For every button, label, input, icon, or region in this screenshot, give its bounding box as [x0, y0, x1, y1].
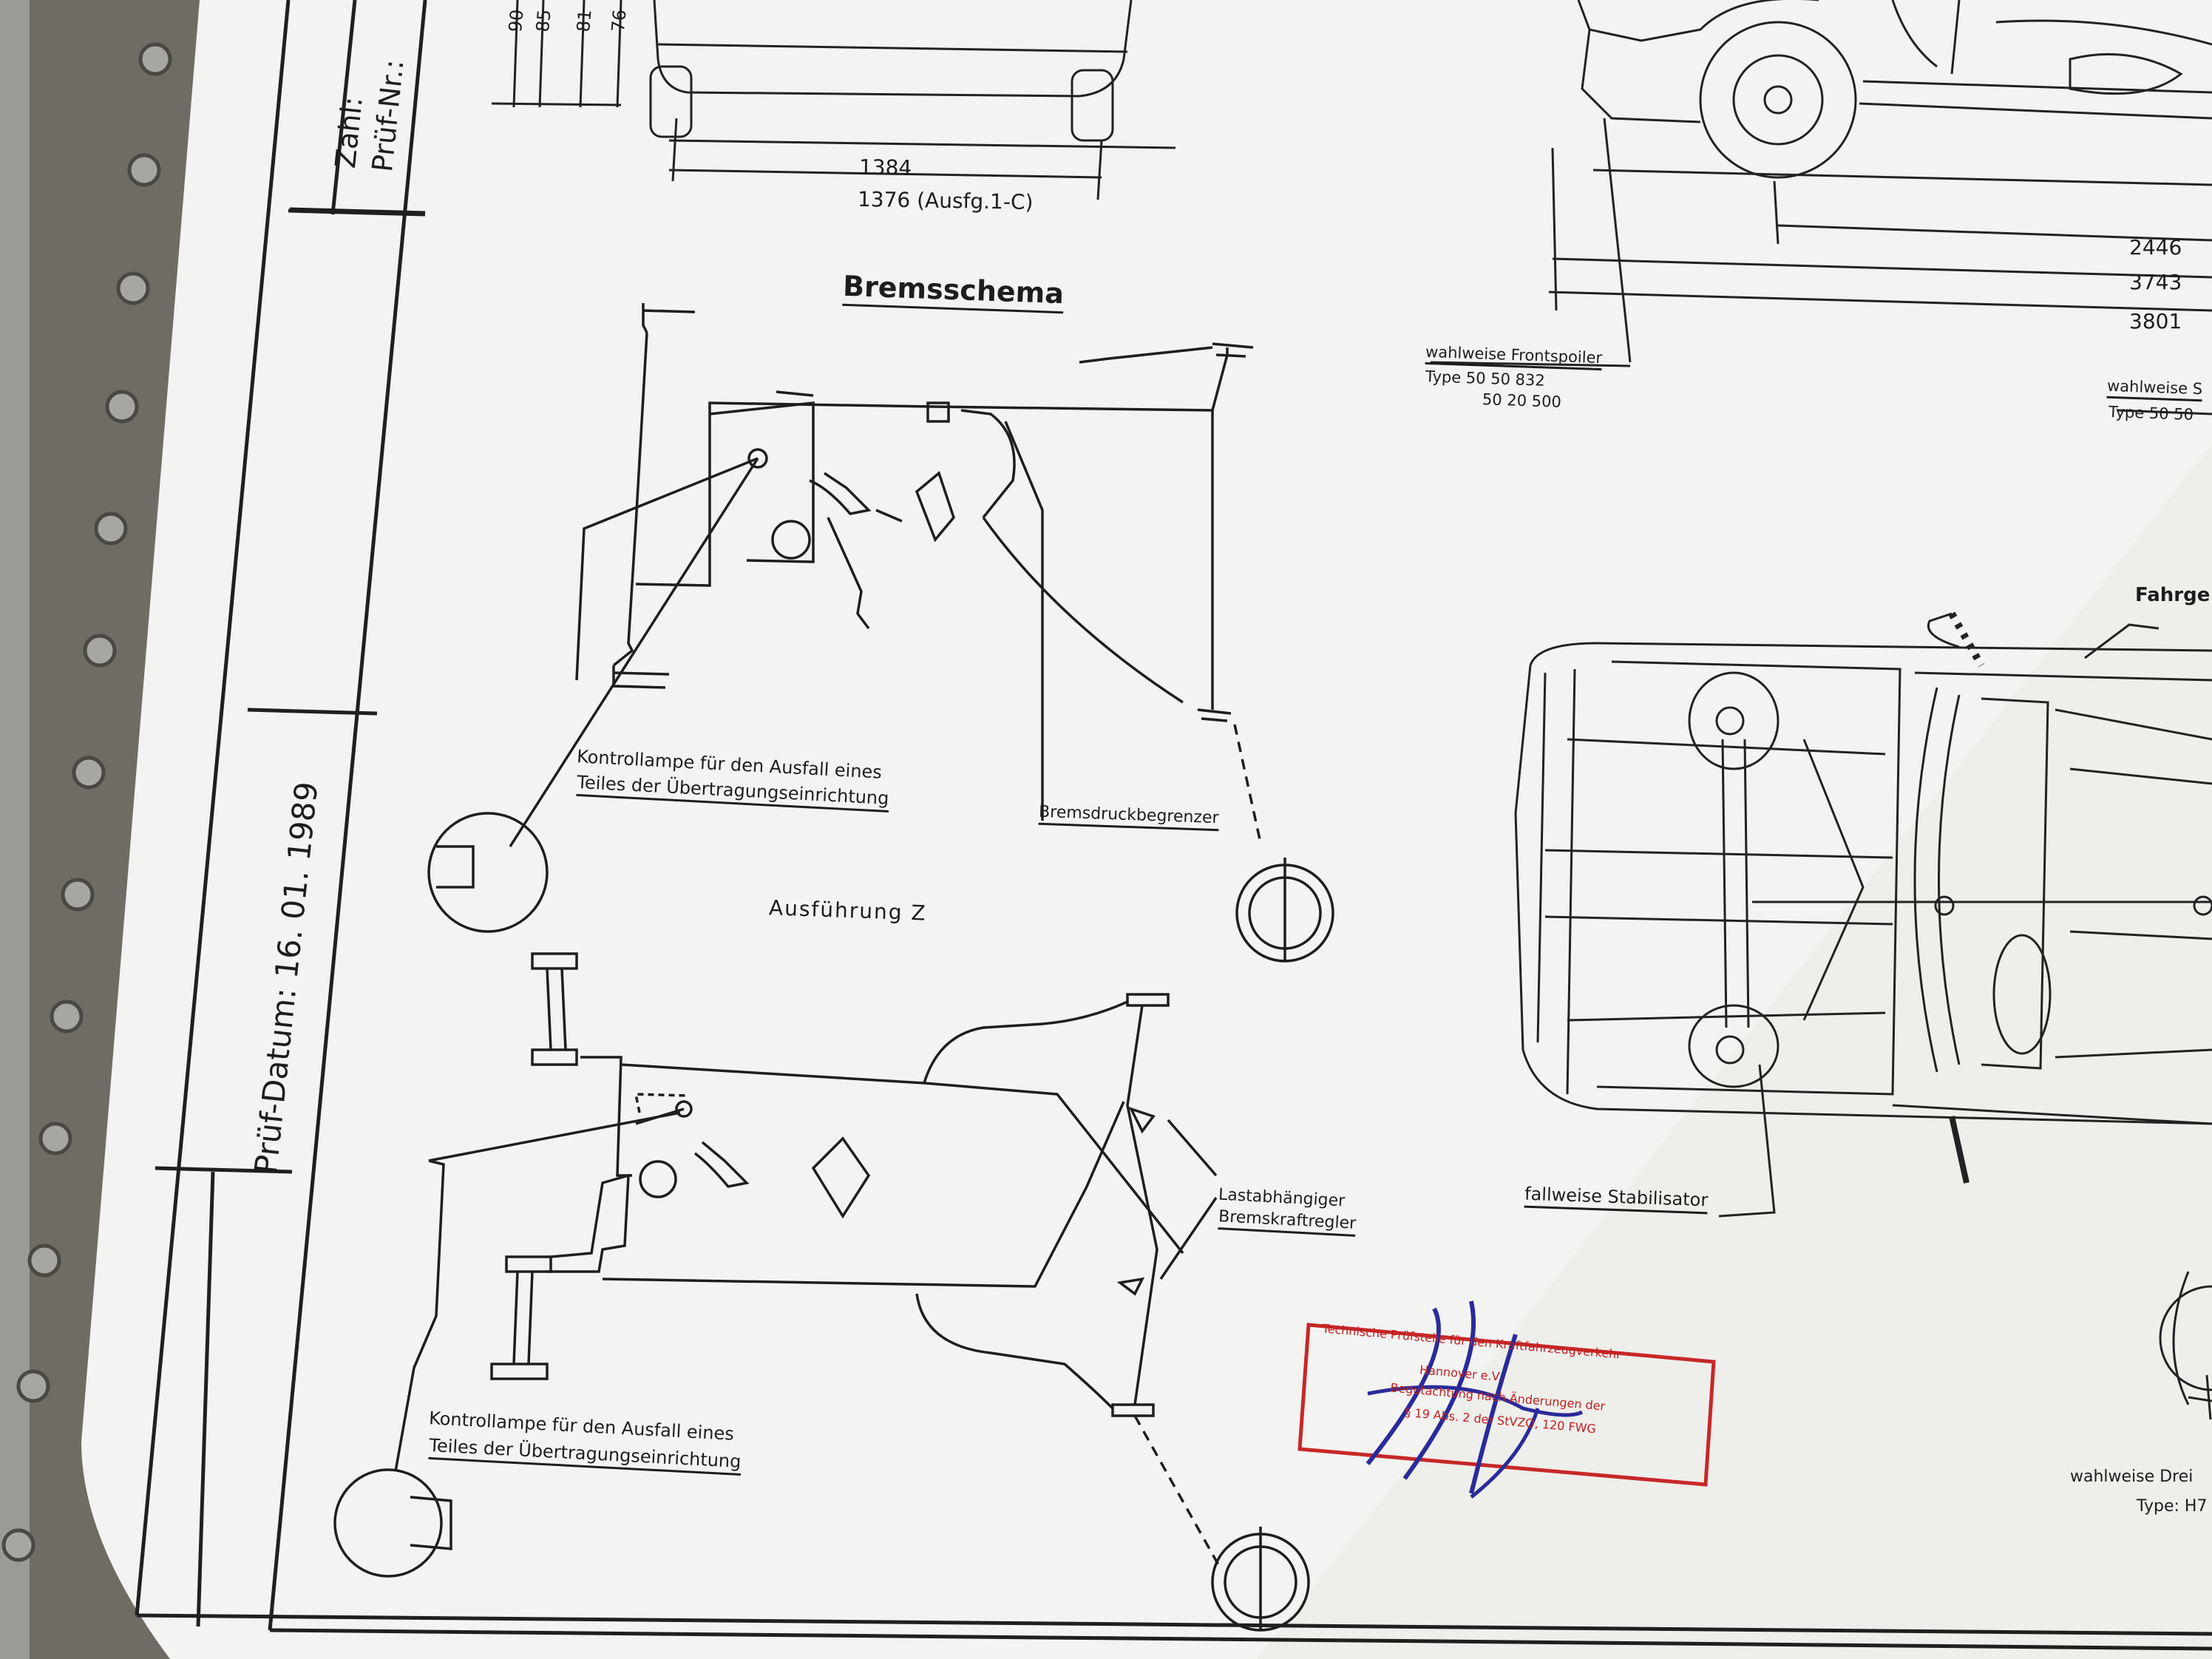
height-dim-3: 81: [573, 8, 596, 33]
car-top-view: [1514, 611, 2212, 1420]
three-option-label: wahlweise Drei: [2070, 1468, 2194, 1486]
brake-schema-title: Bremsschema: [842, 269, 1065, 314]
chassis-label: Fahrge: [2135, 584, 2211, 606]
rivet-row: [1, 42, 172, 1562]
track-width: 1384: [858, 155, 912, 180]
length-dim-1: 3743: [2129, 270, 2182, 294]
height-dim-1: 90: [505, 8, 528, 33]
brake-schema-1: [427, 303, 1334, 963]
height-dim-4: 76: [608, 8, 631, 33]
side-option-type: Type 50 50: [2108, 403, 2194, 424]
three-option-type: Type: H7: [2137, 1497, 2208, 1516]
height-dim-2: 85: [532, 8, 555, 33]
front-spoiler-type-2: 50 20 500: [1482, 390, 1562, 411]
approval-stamp: [1297, 1300, 1716, 1499]
length-dim-2: 3801: [2129, 309, 2182, 333]
wheelbase-dim: 2446: [2129, 235, 2182, 259]
track-width-alt: 1376 (Ausfg.1-C): [857, 186, 1034, 215]
side-option-label: wahlweise S: [2106, 376, 2203, 402]
brake-schema-2: [333, 952, 1310, 1632]
